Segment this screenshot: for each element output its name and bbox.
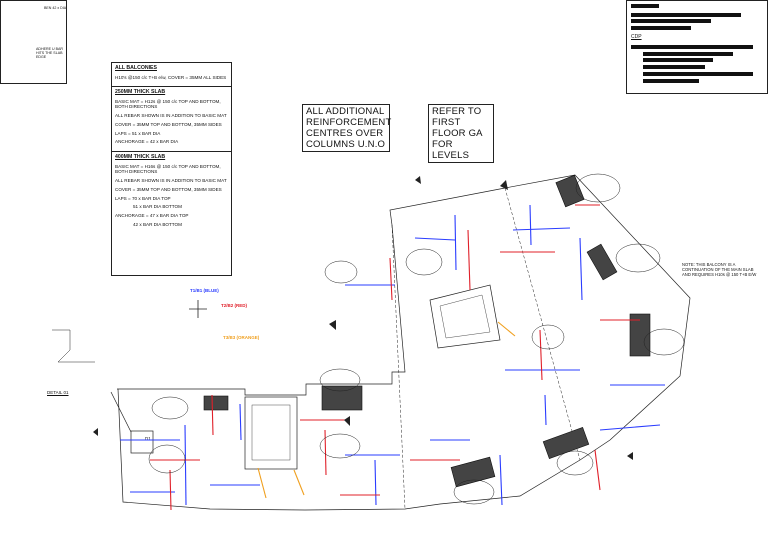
section-marker <box>93 428 98 436</box>
title-block: CDP <box>626 0 768 94</box>
section-marker <box>415 176 421 184</box>
bar-red <box>169 469 172 511</box>
notes-line: H10's @150 c/c T+B e/w, COVER = 35MM ALL… <box>115 74 227 80</box>
column-cloud <box>615 243 661 273</box>
notes-line: ANCHORAGE = 42 x BAR DIA <box>115 139 179 145</box>
redaction-bar <box>643 58 713 62</box>
balcony-continuation-note: NOTE: THIS BALCONY IS A CONTINUATION OF … <box>682 262 757 277</box>
section-marker <box>500 180 508 190</box>
redaction-bar <box>643 65 705 69</box>
bar-blue <box>414 237 456 241</box>
notes-line: ALL REBAR SHOWN IS IN ADDITION TO BASIC … <box>115 178 227 184</box>
bar-blue <box>599 424 661 431</box>
redaction-bar <box>631 45 753 49</box>
legend-t2-red: T2/B2 (RED) <box>221 303 248 308</box>
bar-blue <box>239 403 242 441</box>
redaction-bar <box>631 26 691 30</box>
notes-line: LAPS = 70 x BAR DIA TOP <box>115 195 171 201</box>
bar-blue <box>184 424 187 506</box>
notes-heading: 400MM THICK SLAB <box>115 154 166 161</box>
detail-01-box: BEN 42 x DIA ADHERE U BAR HITS THE SLAB … <box>0 0 67 84</box>
notes-line: LAPS = 51 x BAR DIA <box>115 130 161 136</box>
bar-red <box>389 257 393 301</box>
detail-label-top: BEN 42 x DIA <box>44 6 67 10</box>
detail-title: DETAIL 01 <box>47 390 69 395</box>
legend-t1-blue: T1/B1 (BLUE) <box>190 288 219 293</box>
column-cloud <box>151 396 189 420</box>
stair-core-2-inner <box>439 294 491 339</box>
redaction-bar <box>631 4 659 8</box>
notes-line: BASIC MAT = H12s @ 150 c/c TOP AND BOTTO… <box>115 98 221 110</box>
column-cloud <box>643 328 685 356</box>
bar-red <box>324 429 327 476</box>
notes-250-slab: 250MM THICK SLAB BASIC MAT = H12s @ 150 … <box>112 87 231 153</box>
bar-blue <box>374 459 377 506</box>
column <box>542 426 590 460</box>
bar-red <box>594 449 601 491</box>
stair-core-2 <box>429 284 501 349</box>
column-cloud <box>575 173 621 203</box>
bar-blue <box>512 227 571 231</box>
redaction-bar <box>643 52 733 56</box>
bar-red <box>539 329 543 381</box>
column <box>586 243 618 281</box>
bar-orange <box>497 321 516 337</box>
detail-marker <box>130 430 154 454</box>
section-marker <box>627 452 633 460</box>
column <box>203 395 229 411</box>
stair-core-1 <box>244 396 298 470</box>
column <box>321 385 363 411</box>
bar-red <box>467 229 471 291</box>
column-cloud <box>556 450 594 476</box>
legend-t3-orange: T3/B3 (ORANGE) <box>223 335 260 340</box>
bar-orange <box>257 467 267 499</box>
bar-blue <box>499 454 503 506</box>
column-cloud <box>324 260 358 284</box>
gridline <box>391 224 406 510</box>
column-cloud <box>319 433 361 459</box>
bar-blue <box>544 394 547 426</box>
bar-red <box>211 394 214 436</box>
redaction-bar <box>631 19 711 23</box>
column-cloud <box>453 479 495 505</box>
column-cloud <box>531 324 565 350</box>
bar-blue <box>529 204 532 246</box>
notes-heading: ALL BALCONIES <box>115 65 157 71</box>
section-marker <box>329 320 336 330</box>
notes-line: 42 x BAR DIA BOTTOM <box>133 221 182 227</box>
additional-reinforcement-note: ALL ADDITIONAL REINFORCEMENT CENTRES OVE… <box>302 104 391 152</box>
slab-outline <box>117 174 691 511</box>
column-cloud <box>405 248 443 276</box>
column-cloud <box>148 444 186 474</box>
bar-blue <box>454 214 457 271</box>
notes-line: ANCHORAGE = 47 x BAR DIA TOP <box>115 213 189 219</box>
title-block-label: CDP <box>631 34 642 40</box>
redaction-bar <box>643 72 753 76</box>
column <box>629 313 651 357</box>
redaction-bar <box>643 79 699 83</box>
notes-line: COVER = 35MM TOP AND BOTTOM, 35MM SIDES <box>115 186 222 192</box>
stair-core-1-inner <box>251 404 291 461</box>
notes-line: 51 x BAR DIA BOTTOM <box>133 204 182 210</box>
column-cloud <box>319 368 361 392</box>
detail-tag: D1 <box>145 436 151 441</box>
column <box>450 456 496 488</box>
redaction-bar <box>631 13 741 17</box>
notes-line: BASIC MAT = H16s @ 150 c/c TOP AND BOTTO… <box>115 163 221 175</box>
notes-400-slab: 400MM THICK SLAB BASIC MAT = H16s @ 150 … <box>112 152 231 233</box>
detail-label-mid: ADHERE U BAR HITS THE SLAB EDGE <box>36 47 63 60</box>
gridline <box>504 187 581 461</box>
detail-leader <box>110 391 132 433</box>
general-notes-panel: ALL BALCONIES H10's @150 c/c T+B e/w, CO… <box>111 62 232 276</box>
notes-line: ALL REBAR SHOWN IS IN ADDITION TO BASIC … <box>115 113 227 119</box>
notes-heading: 250MM THICK SLAB <box>115 89 166 96</box>
detail-sketch <box>52 329 95 363</box>
notes-all-balconies: ALL BALCONIES H10's @150 c/c T+B e/w, CO… <box>112 63 231 88</box>
refer-ga-note: REFER TO FIRST FLOOR GA FOR LEVELS <box>428 104 494 163</box>
bar-orange <box>293 469 305 496</box>
bar-blue <box>579 237 583 301</box>
section-marker <box>344 416 350 426</box>
notes-line: COVER = 35MM TOP AND BOTTOM, 35MM SIDES <box>115 121 222 127</box>
